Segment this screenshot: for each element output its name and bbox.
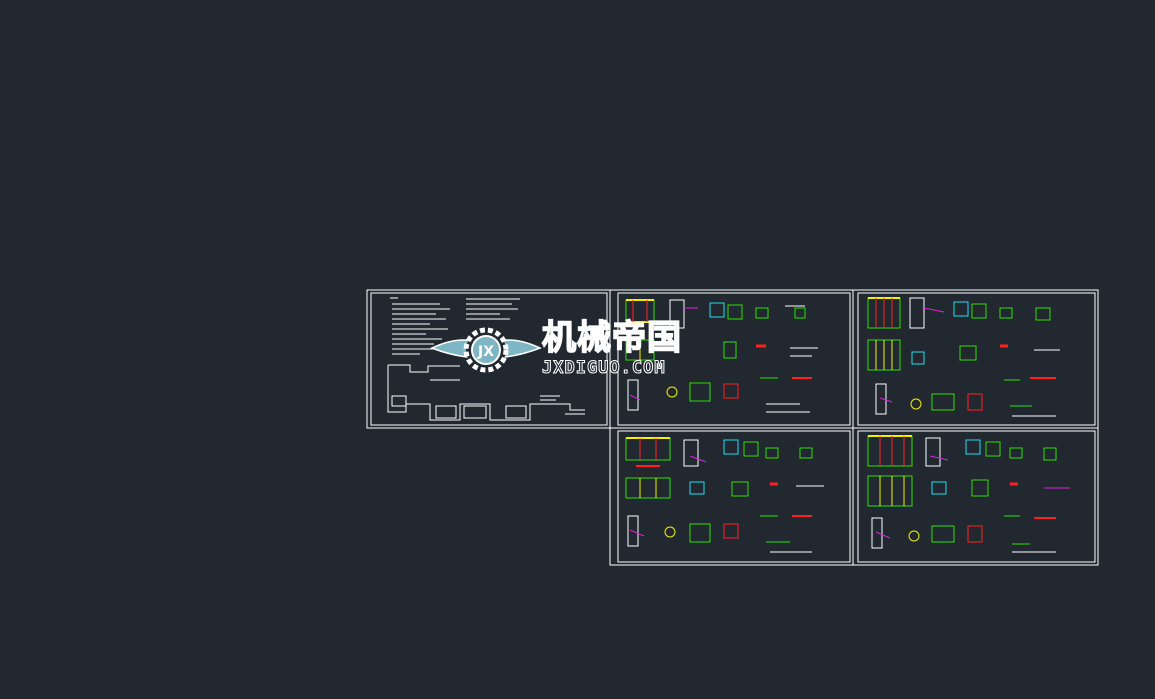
detail-drawings <box>625 299 818 413</box>
sheet-notes[interactable] <box>366 289 611 429</box>
sheet-inner-frame <box>857 292 1096 426</box>
watermark-title-en: JXDIGUO.COM <box>542 358 666 379</box>
detail-drawings <box>867 297 1060 417</box>
sheet-outer-frame <box>852 427 1099 566</box>
detail-drawings <box>625 437 824 553</box>
detail-drawings <box>867 435 1070 553</box>
sheet-inner-frame <box>857 430 1096 563</box>
winged-gear-icon: JX <box>430 327 542 373</box>
watermark: JX 机械帝国 JXDIGUO.COM <box>430 318 730 382</box>
watermark-badge: JX <box>477 344 494 360</box>
sheet-details-1[interactable] <box>609 289 854 429</box>
building-plan <box>387 364 585 421</box>
sheet-details-4[interactable] <box>852 427 1099 566</box>
sheet-inner-frame <box>617 292 851 426</box>
watermark-title-cn: 机械帝国 <box>541 318 682 358</box>
sheet-inner-frame <box>370 292 608 426</box>
sheet-inner-frame <box>617 430 851 563</box>
